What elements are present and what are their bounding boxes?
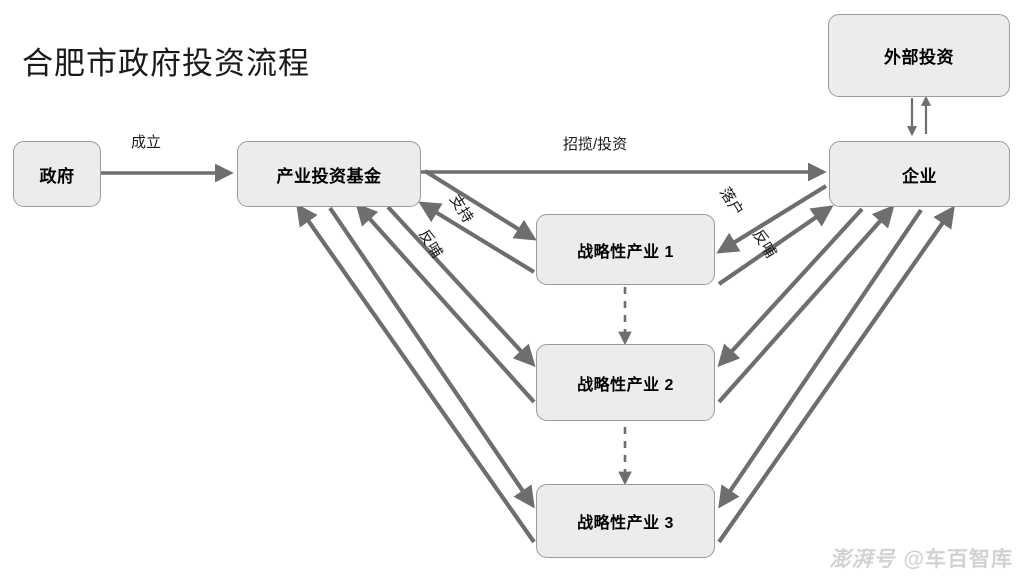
edge-ind3-to-firm — [717, 205, 955, 544]
edge-label-establish: 成立 — [131, 134, 162, 151]
node-strategic-industry-1-label: 战略性产业 1 — [577, 243, 674, 261]
edge-ind1-to-fund — [418, 201, 536, 274]
edge-firm-to-ind1 — [716, 184, 828, 254]
node-strategic-industry-2[interactable]: 战略性产业 2 — [536, 344, 715, 421]
node-strategic-industry-3[interactable]: 战略性产业 3 — [536, 484, 715, 558]
edge-fund-to-ind3 — [328, 206, 535, 509]
page-title: 合肥市政府投资流程 — [22, 46, 310, 81]
watermark-brand: 澎湃号 — [829, 548, 896, 571]
watermark: 澎湃号 @车百智库 — [830, 543, 1013, 573]
node-strategic-industry-3-label: 战略性产业 3 — [577, 515, 674, 532]
edge-ind1-to-firm — [717, 205, 834, 286]
node-strategic-industry-2-label: 战略性产业 2 — [577, 376, 674, 394]
edge-label-attract-invest: 招揽/投资 — [563, 136, 628, 153]
watermark-handle: @车百智库 — [903, 548, 1013, 571]
node-industry-investment-fund[interactable]: 产业投资基金 — [237, 141, 421, 207]
node-enterprise-label: 企业 — [902, 166, 937, 186]
node-industry-investment-fund-label: 产业投资基金 — [276, 166, 382, 186]
edge-firm-to-ind2 — [717, 207, 864, 367]
edge-fund-to-ind1 — [423, 169, 537, 241]
node-government-label: 政府 — [39, 166, 75, 186]
node-enterprise[interactable]: 企业 — [829, 141, 1010, 207]
node-strategic-industry-1[interactable]: 战略性产业 1 — [536, 214, 715, 285]
edge-ind2-to-firm — [717, 204, 895, 404]
edge-ind3-to-fund — [296, 203, 536, 544]
node-external-investment[interactable]: 外部投资 — [828, 14, 1010, 97]
edge-fund-to-ind2 — [386, 205, 536, 367]
edge-ind2-to-fund — [355, 202, 536, 404]
node-government[interactable]: 政府 — [13, 141, 101, 207]
node-external-investment-label: 外部投资 — [884, 48, 954, 67]
edge-firm-to-ind3 — [718, 208, 923, 509]
